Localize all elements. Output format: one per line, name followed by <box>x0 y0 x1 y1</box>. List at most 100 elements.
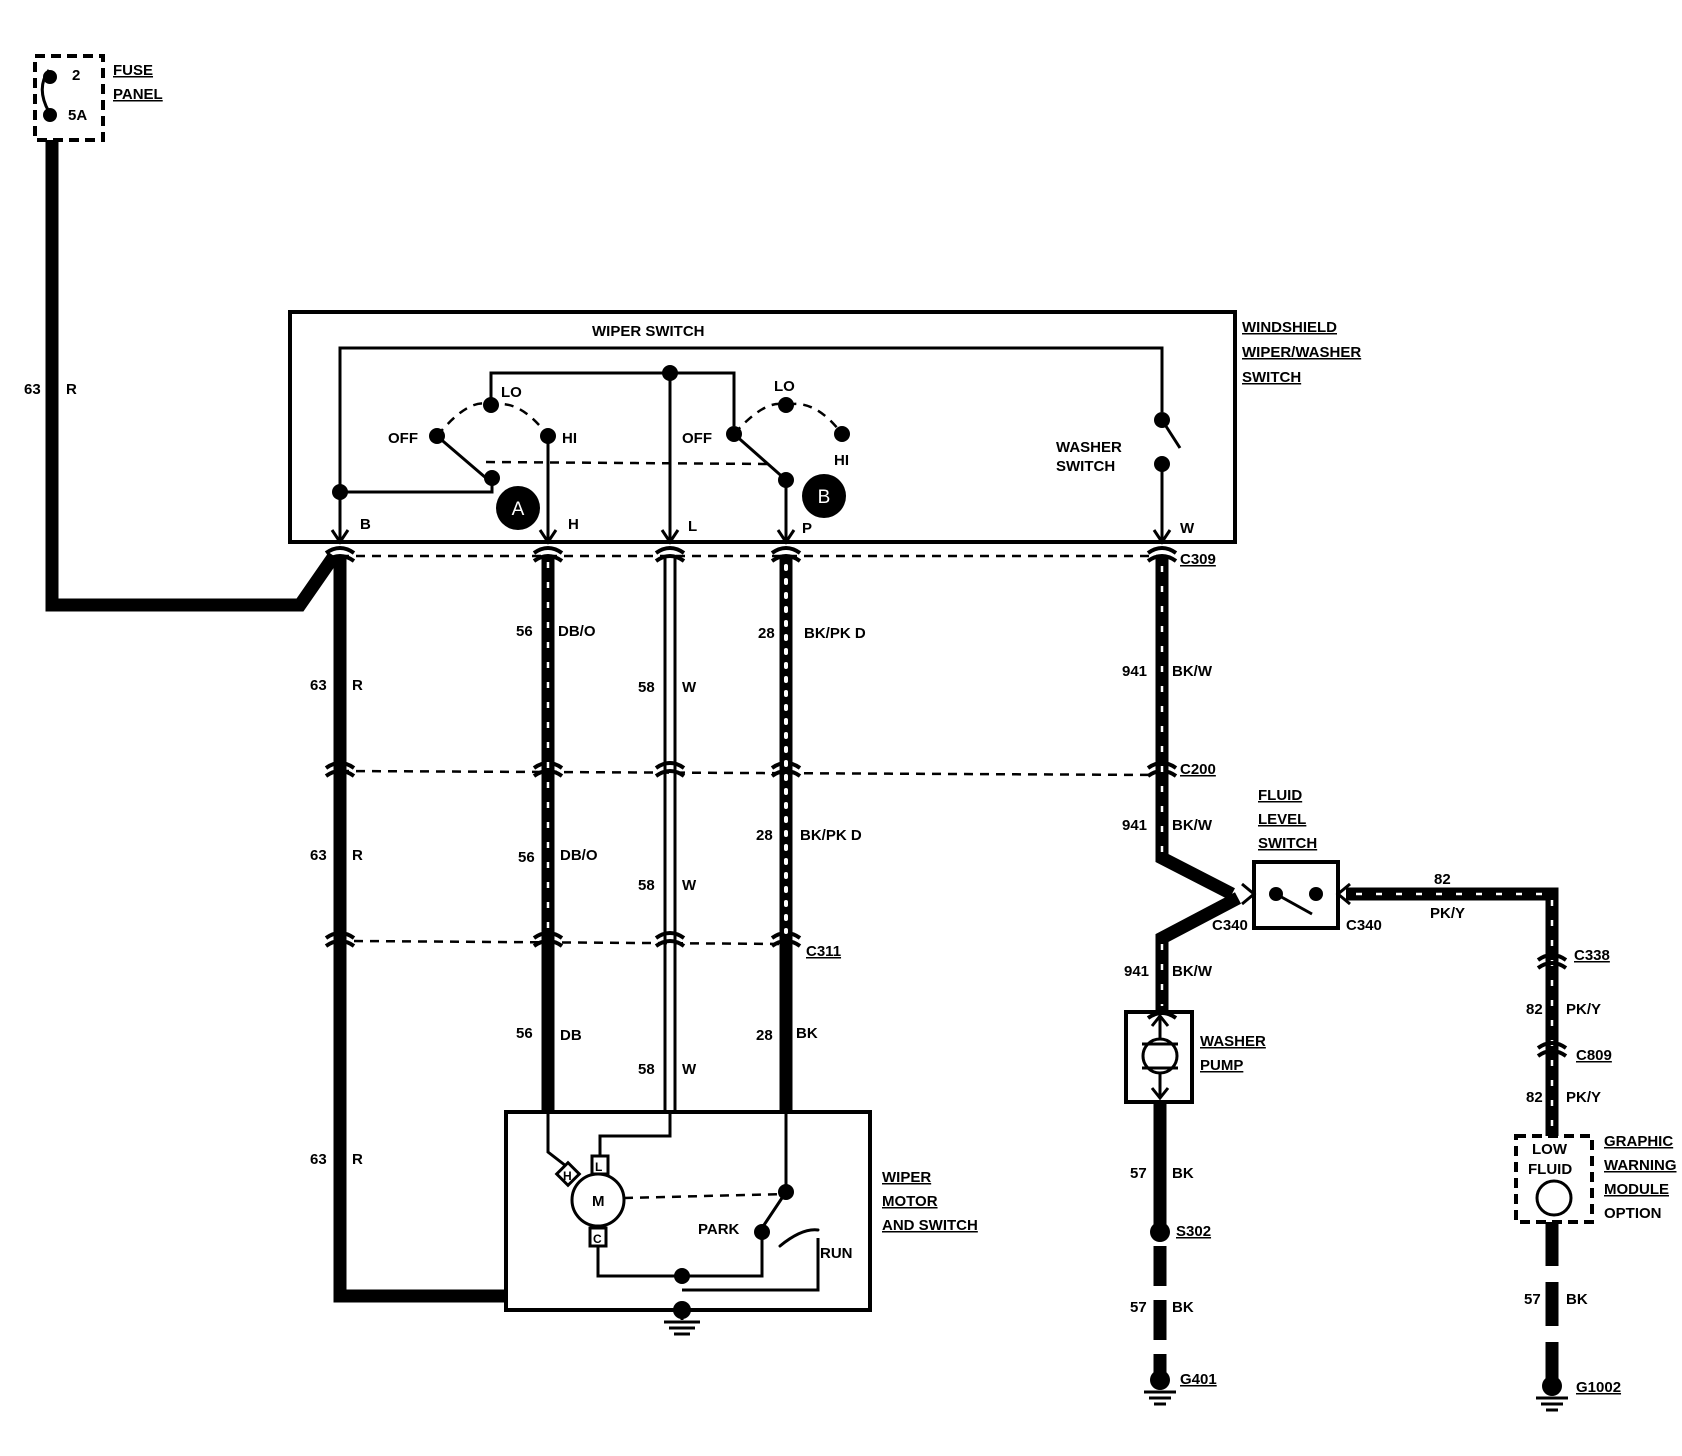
wiper-motor-outline <box>504 1110 872 1312</box>
wiper-washer-switch-title-2: WIPER/WASHER <box>1242 344 1361 361</box>
wire-57-code-2: 57 <box>1130 1299 1147 1316</box>
fuse-number: 2 <box>72 67 80 84</box>
washer-pump-title-1: WASHER <box>1200 1033 1266 1050</box>
ground-g401-label: G401 <box>1180 1371 1217 1388</box>
washer-switch-label-2: SWITCH <box>1056 458 1115 475</box>
fuse-terminal-top <box>43 70 57 84</box>
washer-pump-title-2: PUMP <box>1200 1057 1243 1074</box>
wire-28-bkpk: 28 BK/PK D 28 BK/PK D 28 BK <box>756 556 866 1112</box>
pin-w: W <box>1180 520 1195 537</box>
wire-82-code-2: 82 <box>1526 1001 1543 1018</box>
pin-l: L <box>688 518 697 535</box>
node-a-label: A <box>512 499 525 520</box>
fuse-panel: 2 5A FUSE PANEL <box>33 54 163 142</box>
park-switch-run-contact <box>778 1228 820 1248</box>
wiper-motor-and-switch: WIPER MOTOR AND SWITCH M H L C PARK RUN <box>504 1110 978 1336</box>
wire-58-w: 58 W 58 W 58 W <box>638 556 697 1112</box>
wire-82-color-2: PK/Y <box>1566 1001 1601 1018</box>
ground-g1002-symbol <box>1536 1396 1568 1412</box>
wiper-switch-title: WIPER SWITCH <box>592 323 705 340</box>
wire-58-code-1: 58 <box>638 679 655 696</box>
switch-b-hi-label: HI <box>834 452 849 469</box>
connector-c309-label: C309 <box>1180 551 1216 568</box>
washer-switch-label-1: WASHER <box>1056 439 1122 456</box>
wiper-washer-switch-title-3: SWITCH <box>1242 369 1301 386</box>
wire-941-code-1: 941 <box>1122 663 1147 680</box>
connector-c340-left: C340 <box>1212 917 1248 934</box>
node-a-badge <box>496 486 540 530</box>
switch-b-off-label: OFF <box>682 430 712 447</box>
wire-56-color-2: DB/O <box>560 847 598 864</box>
wire-63-code-3: 63 <box>310 1151 327 1168</box>
fluid-level-switch-title-2: LEVEL <box>1258 811 1306 828</box>
wire-56-code-2: 56 <box>518 849 535 866</box>
fluid-level-switch-title-3: SWITCH <box>1258 835 1317 852</box>
wire-63-color: R <box>66 381 77 398</box>
wiper-switch-outline <box>288 310 1237 544</box>
wire-56-color-3: DB <box>560 1027 582 1044</box>
splice-s302 <box>1150 1222 1170 1242</box>
fuse-panel-outline <box>33 54 105 142</box>
fuse-panel-title-1: FUSE <box>113 62 153 79</box>
wire-63-r: 63 R 63 R 63 R <box>310 556 506 1303</box>
connector-c340-right: C340 <box>1346 917 1382 934</box>
wiper-motor-m-label: M <box>592 1193 605 1210</box>
fuse-panel-title-2: PANEL <box>113 86 163 103</box>
wire-57-color-1: BK <box>1172 1165 1194 1182</box>
motor-pin-l: L <box>595 1160 602 1174</box>
wire-56-dbo: 56 DB/O 56 DB/O 56 DB <box>516 556 598 1112</box>
splice-s302-label: S302 <box>1176 1223 1211 1240</box>
gwm-indicator-lamp <box>1535 1179 1573 1217</box>
wire-28-color-3: BK <box>796 1025 818 1042</box>
run-label: RUN <box>820 1245 853 1262</box>
wire-63-code-2: 63 <box>310 847 327 864</box>
wire-58-color-3: W <box>682 1061 697 1078</box>
wire-28-color-1: BK/PK D <box>804 625 866 642</box>
fuse-rating: 5A <box>68 107 87 124</box>
wire-57-color-2: BK <box>1172 1299 1194 1316</box>
switch-a-off-label: OFF <box>388 430 418 447</box>
wire-28-code-1: 28 <box>758 625 775 642</box>
wire-63-code: 63 <box>24 381 41 398</box>
pin-p: P <box>802 520 812 537</box>
wire-56-code-1: 56 <box>516 623 533 640</box>
wire-63-color-3: R <box>352 1151 363 1168</box>
wire-58-color-1: W <box>682 679 697 696</box>
park-switch-park-contact <box>754 1224 770 1240</box>
wire-63-code-1: 63 <box>310 677 327 694</box>
wire-58-code-3: 58 <box>638 1061 655 1078</box>
connector-c311-line <box>353 939 787 946</box>
motor-pin-c: C <box>593 1232 602 1246</box>
gwm-title-2: WARNING <box>1604 1157 1677 1174</box>
wiper-motor-title-1: WIPER <box>882 1169 931 1186</box>
gwm-title-3: MODULE <box>1604 1181 1669 1198</box>
washer-pump: WASHER PUMP 57 BK S302 57 BK G401 <box>1124 1010 1266 1406</box>
connector-c311-label: C311 <box>806 943 841 960</box>
wiper-switch-assembly: WIPER SWITCH OFF LO HI A OFF LO HI <box>288 310 1361 545</box>
wire-58-color-2: W <box>682 877 697 894</box>
wire-56-color-1: DB/O <box>558 623 596 640</box>
switch-b-lo-contact <box>778 397 794 413</box>
motor-ground-symbol <box>664 1320 700 1336</box>
gwm-title-4: OPTION <box>1604 1205 1662 1222</box>
wire-941-bkw: 941 BK/W 941 BK/W 941 BK/W <box>1122 556 1242 1020</box>
wire-63-r-feed: 63 R <box>24 140 340 612</box>
fluid-level-switch-title-1: FLUID <box>1258 787 1302 804</box>
fluid-level-switch: FLUID LEVEL SWITCH C340 C340 <box>1212 787 1382 934</box>
park-label: PARK <box>698 1221 740 1238</box>
wire-58-code-2: 58 <box>638 877 655 894</box>
wire-28-color-2: BK/PK D <box>800 827 862 844</box>
switch-a-lo-label: LO <box>501 384 522 401</box>
wire-941-color-1: BK/W <box>1172 663 1213 680</box>
wire-56-code-3: 56 <box>516 1025 533 1042</box>
wire-82-code-3: 82 <box>1526 1089 1543 1106</box>
ground-g1002-label: G1002 <box>1576 1379 1621 1396</box>
wire-941-color-2: BK/W <box>1172 817 1213 834</box>
ground-g401-symbol <box>1144 1390 1176 1406</box>
wire-57-color-gwm: BK <box>1566 1291 1588 1308</box>
fuse-terminal-bottom <box>43 108 57 122</box>
gwm-title-1: GRAPHIC <box>1604 1133 1673 1150</box>
wire-28-code-3: 28 <box>756 1027 773 1044</box>
connector-c809-label: C809 <box>1576 1047 1612 1064</box>
